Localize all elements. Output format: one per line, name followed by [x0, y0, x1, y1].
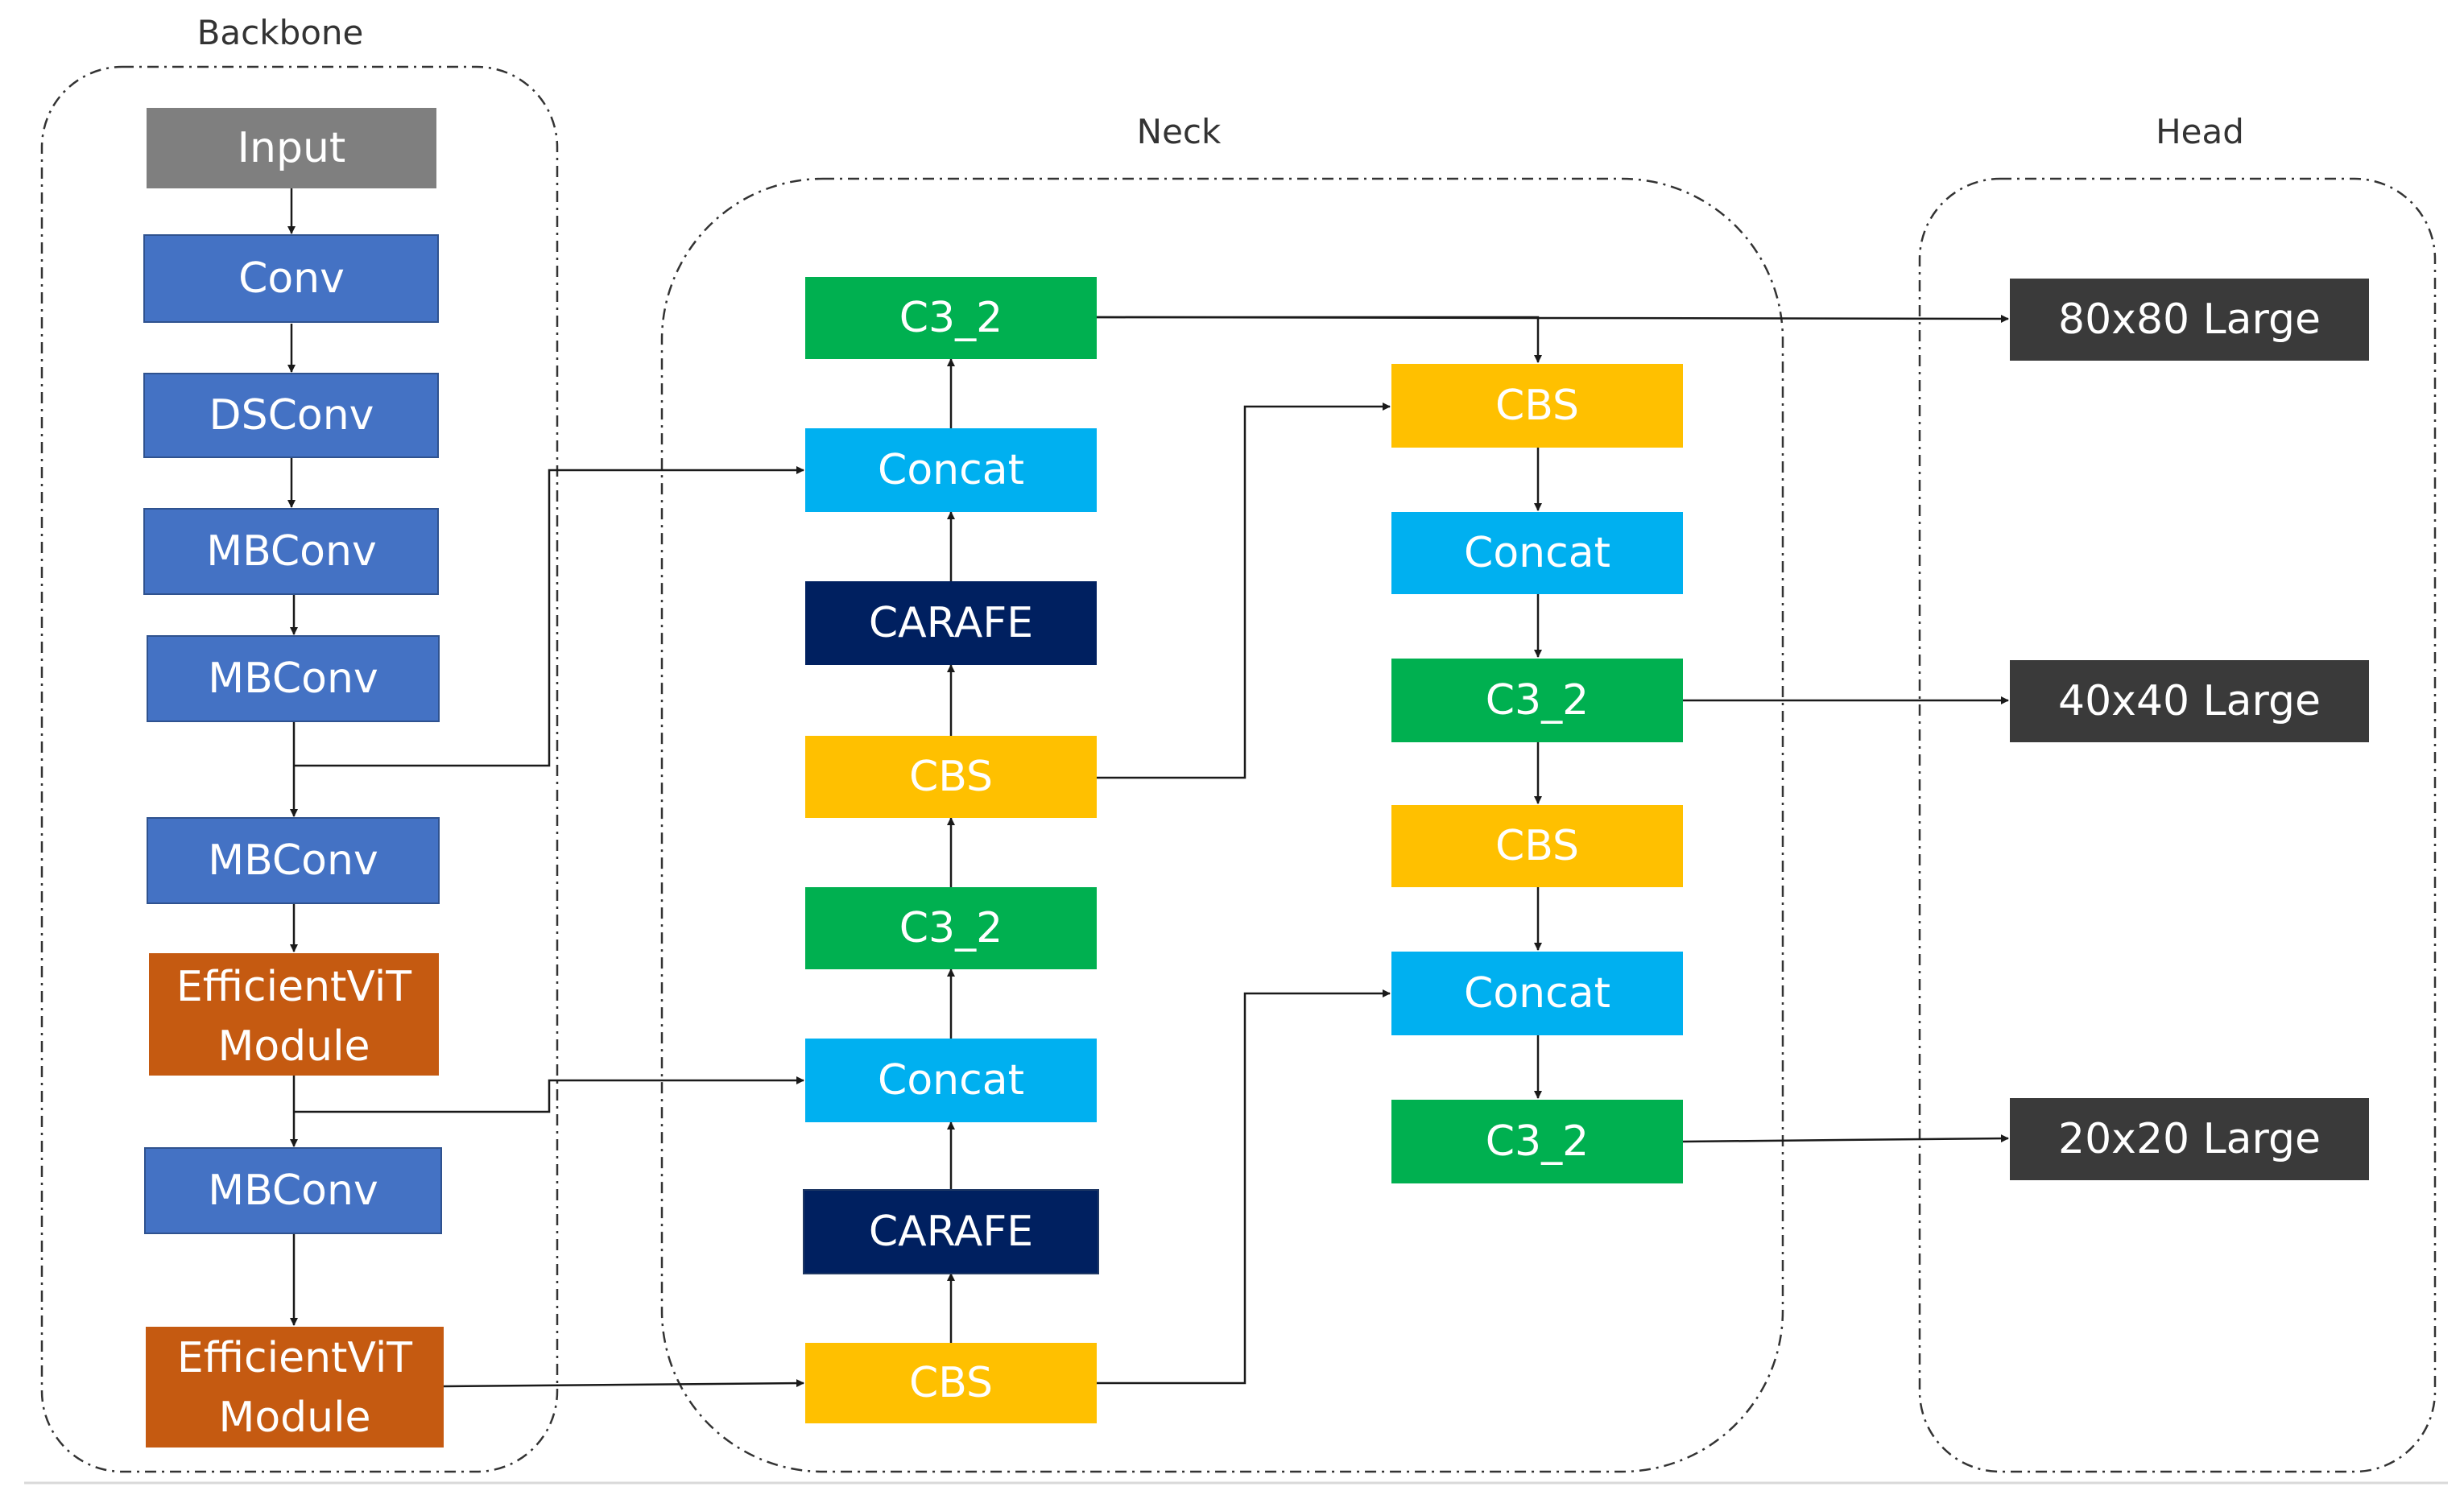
input-label: Input [238, 124, 346, 172]
neck-carafe-bottom-label: CARAFE [869, 1208, 1033, 1256]
conv-node: Conv [143, 234, 439, 323]
mbconv-3-label: MBConv [208, 836, 378, 885]
backbone-label: Backbone [197, 13, 364, 52]
dsconv-box [143, 373, 439, 458]
mbconv-1-box [143, 508, 439, 595]
neck-concat-bottom-box [805, 1039, 1097, 1122]
efficientvit-node-2: EfficientViT Module [146, 1327, 444, 1448]
head-output-80-box [2010, 279, 2369, 361]
edge-mbconv2-to-concat-top [294, 466, 804, 767]
neck-concat-top-label: Concat [878, 446, 1024, 494]
head-output-20-node: 20x20 Large [2010, 1098, 2369, 1180]
neck-c3-top-box [805, 277, 1097, 359]
mbconv-node-2: MBConv [147, 635, 440, 722]
neck-concat-bottom-label: Concat [878, 1056, 1024, 1105]
backbone-border [40, 65, 559, 1473]
neck-concat-bottom-node: Concat [805, 1039, 1097, 1122]
neck-right-cbs-mid-node: CBS [1391, 805, 1683, 887]
efficientvit-node-1: EfficientViT Module [149, 953, 439, 1076]
neck-carafe-top-box [805, 581, 1097, 665]
efficientvit-2-label-line2: Module [218, 1394, 370, 1442]
efficientvit-1-label-line2: Module [217, 1022, 370, 1071]
head-group: Head [1918, 112, 2437, 1473]
backbone-group: Backbone [40, 13, 559, 1473]
edge-effvit2-to-cbs-bottom [443, 1379, 804, 1388]
mbconv-3-box [147, 817, 440, 904]
conv-box [143, 234, 439, 323]
edge-cbs-bottom-to-concat-right [1097, 989, 1391, 1385]
neck-carafe-bottom-node: CARAFE [803, 1189, 1099, 1274]
head-output-80-node: 80x80 Large [2010, 279, 2369, 361]
neck-cbs-mid-node: CBS [805, 736, 1097, 818]
neck-concat-top-node: Concat [805, 428, 1097, 512]
neck-carafe-top-node: CARAFE [805, 581, 1097, 665]
neck-cbs-mid-label: CBS [909, 753, 993, 801]
neck-c3-mid-label: C3_2 [899, 904, 1003, 952]
neck-concat-top-box [805, 428, 1097, 512]
neck-right-cbs-top-box [1391, 364, 1683, 448]
edge-cbs-mid-to-cbs-right [1097, 403, 1391, 779]
neck-carafe-top-label: CARAFE [869, 599, 1033, 647]
neck-group: Neck [660, 112, 1784, 1473]
neck-cbs-bottom-label: CBS [909, 1359, 993, 1407]
neck-border [660, 177, 1784, 1473]
mbconv-node-1: MBConv [143, 508, 439, 595]
mbconv-4-box [144, 1147, 442, 1234]
neck-right-concat-bottom-box [1391, 952, 1683, 1035]
input-box [147, 108, 436, 188]
mbconv-1-label: MBConv [206, 527, 376, 576]
neck-c3-mid-box [805, 887, 1097, 969]
head-output-80-label: 80x80 Large [2058, 295, 2321, 344]
neck-cbs-bottom-box [805, 1343, 1097, 1423]
neck-right-concat-bottom-label: Concat [1464, 969, 1610, 1018]
neck-c3-mid-node: C3_2 [805, 887, 1097, 969]
neck-right-concat-top-node: Concat [1391, 512, 1683, 594]
mbconv-2-label: MBConv [208, 655, 378, 703]
head-output-20-box [2010, 1098, 2369, 1180]
neck-label: Neck [1137, 112, 1222, 151]
edge-to-head-80 [1096, 314, 2009, 323]
neck-right-c3-mid-box [1391, 659, 1683, 742]
input-node: Input [147, 108, 436, 188]
head-output-40-label: 40x40 Large [2058, 677, 2321, 725]
mbconv-node-4: MBConv [144, 1147, 442, 1234]
head-output-20-label: 20x20 Large [2058, 1115, 2321, 1163]
efficientvit-1-label-line1: EfficientViT [176, 963, 411, 1011]
neck-c3-top-label: C3_2 [899, 294, 1003, 342]
neck-right-c3-bottom-label: C3_2 [1486, 1117, 1589, 1166]
neck-c3-top-node: C3_2 [805, 277, 1097, 359]
mbconv-4-label: MBConv [208, 1167, 378, 1215]
edges [287, 188, 2009, 1388]
neck-right-concat-bottom-node: Concat [1391, 952, 1683, 1035]
head-label: Head [2156, 112, 2244, 151]
dsconv-node: DSConv [143, 373, 439, 458]
head-output-40-node: 40x40 Large [2010, 660, 2369, 742]
edge-c3-top-to-cbs-right [1097, 316, 1542, 363]
neck-right-cbs-mid-box [1391, 805, 1683, 887]
neck-carafe-bottom-box [803, 1189, 1099, 1274]
neck-right-c3-bottom-node: C3_2 [1391, 1100, 1683, 1183]
neck-right-concat-top-box [1391, 512, 1683, 594]
conv-label: Conv [238, 254, 345, 303]
efficientvit-2-box [146, 1327, 444, 1448]
head-output-40-box [2010, 660, 2369, 742]
efficientvit-1-box [149, 953, 439, 1076]
neck-right-cbs-top-node: CBS [1391, 364, 1683, 448]
neck-right-cbs-top-label: CBS [1495, 382, 1579, 430]
neck-right-c3-bottom-box [1391, 1100, 1683, 1183]
neck-right-c3-mid-node: C3_2 [1391, 659, 1683, 742]
edge-effvit1-to-concat-bottom [294, 1076, 804, 1113]
head-border [1918, 177, 2437, 1473]
neck-right-c3-mid-label: C3_2 [1486, 676, 1589, 725]
neck-right-concat-top-label: Concat [1464, 529, 1610, 577]
edge-to-head-20 [1682, 1134, 2009, 1143]
dsconv-label: DSConv [209, 391, 374, 440]
mbconv-node-3: MBConv [147, 817, 440, 904]
efficientvit-2-label-line1: EfficientViT [177, 1334, 412, 1382]
neck-right-cbs-mid-label: CBS [1495, 822, 1579, 870]
mbconv-2-box [147, 635, 440, 722]
neck-cbs-mid-box [805, 736, 1097, 818]
neck-cbs-bottom-node: CBS [805, 1343, 1097, 1423]
